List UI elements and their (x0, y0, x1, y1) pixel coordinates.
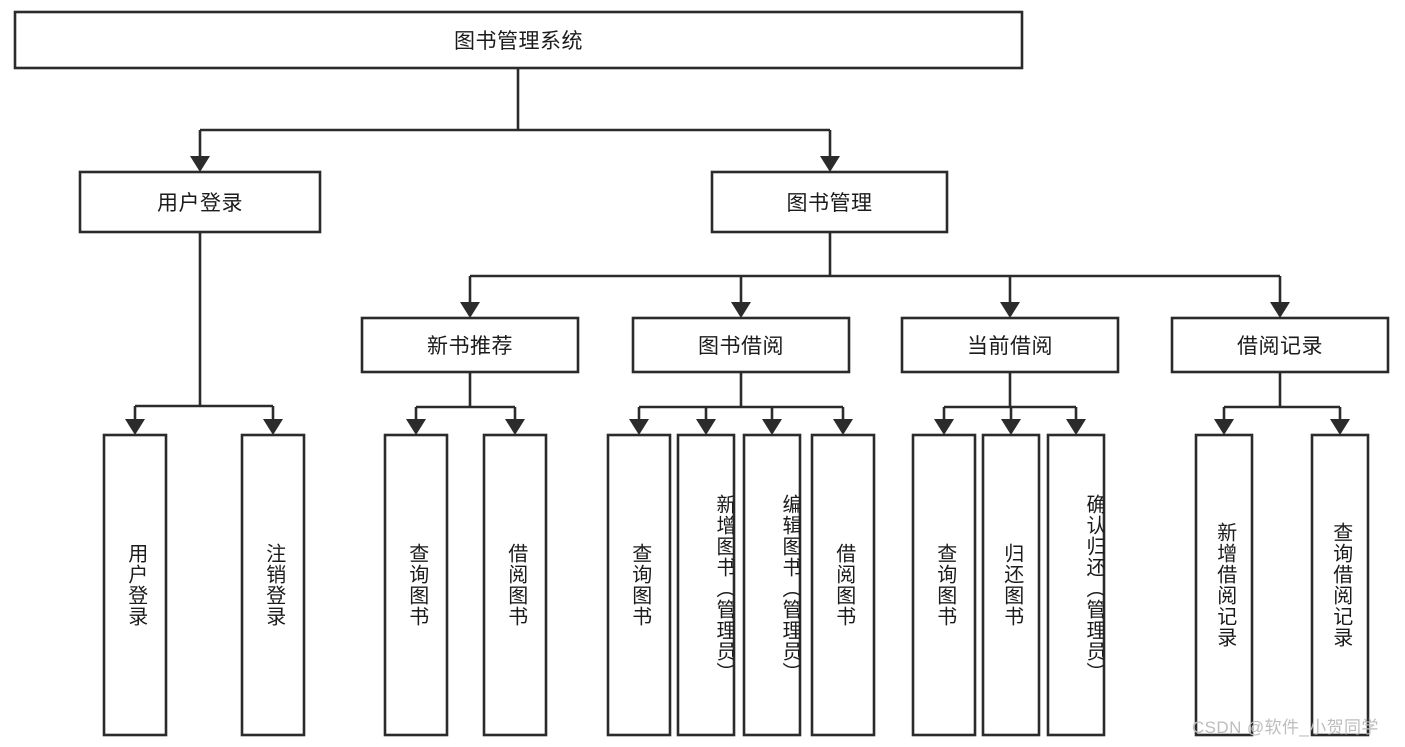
node-leaf-logout[interactable] (240, 433, 306, 737)
connector-root-to-level2 (190, 68, 840, 172)
node-leaf-edit-book[interactable] (742, 433, 802, 737)
connector-bookmanage-to-level3 (460, 232, 1290, 318)
node-leaf-add-record[interactable] (1194, 433, 1254, 737)
node-leaf-query-record[interactable] (1310, 433, 1370, 737)
node-leaf-query-book-2[interactable] (606, 433, 672, 737)
node-leaf-confirm-return[interactable] (1046, 433, 1106, 737)
connector-newbookrec-to-leaves (406, 372, 525, 435)
node-root[interactable] (13, 10, 1024, 70)
node-book-borrow[interactable] (631, 316, 851, 374)
node-leaf-add-book[interactable] (676, 433, 736, 737)
node-leaf-return-book[interactable] (981, 433, 1041, 737)
csdn-watermark: CSDN @软件_小贺同学 (1192, 718, 1379, 737)
node-book-manage[interactable] (710, 170, 949, 234)
connector-borrowrecord-to-leaves (1214, 372, 1350, 435)
node-leaf-query-book-1[interactable] (383, 433, 449, 737)
connector-bookborrow-to-leaves (629, 372, 853, 435)
node-leaf-user-login[interactable] (102, 433, 168, 737)
node-new-book-rec[interactable] (360, 316, 580, 374)
node-user-login[interactable] (78, 170, 322, 234)
node-current-borrow[interactable] (900, 316, 1120, 374)
node-borrow-record[interactable] (1170, 316, 1390, 374)
node-leaf-borrow-book-1[interactable] (482, 433, 548, 737)
connector-currentborrow-to-leaves (934, 372, 1086, 435)
node-leaf-query-book-3[interactable] (911, 433, 977, 737)
connector-userlogin-to-leaves (125, 232, 283, 435)
node-leaf-borrow-book-2[interactable] (810, 433, 876, 737)
